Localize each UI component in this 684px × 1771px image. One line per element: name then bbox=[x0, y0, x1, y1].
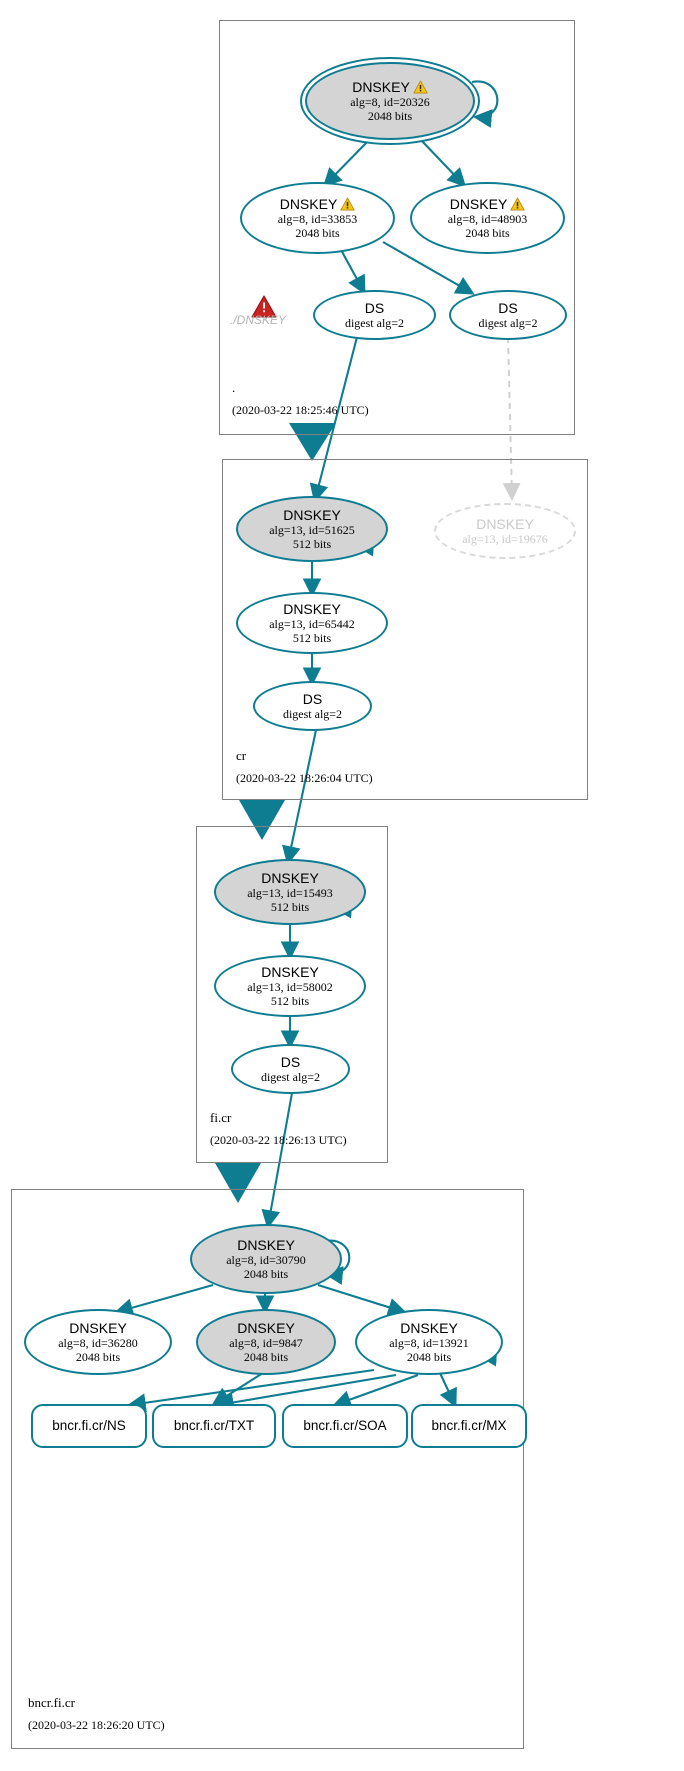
ds-node-root-1[interactable]: DS digest alg=2 bbox=[313, 290, 436, 340]
dnskey-node-cr-51625[interactable]: DNSKEY alg=13, id=51625 512 bits bbox=[236, 496, 388, 562]
node-alg-id: alg=13, id=15493 bbox=[247, 886, 333, 900]
dnskey-node-cr-19676-insecure[interactable]: DNSKEY alg=13, id=19676 bbox=[434, 503, 576, 559]
dnskey-node-bncr-36280[interactable]: DNSKEY alg=8, id=36280 2048 bits bbox=[24, 1309, 172, 1375]
dnskey-node-bncr-30790[interactable]: DNSKEY alg=8, id=30790 2048 bits bbox=[190, 1224, 342, 1294]
delegation-arrow-cr-ficr bbox=[239, 800, 285, 840]
node-keysize: 512 bits bbox=[292, 537, 332, 551]
node-digest-alg: digest alg=2 bbox=[344, 316, 405, 330]
dnskey-node-root-20326[interactable]: DNSKEY alg=8, id=20326 2048 bits bbox=[305, 62, 475, 140]
node-alg-id: alg=13, id=65442 bbox=[269, 617, 355, 631]
zone-box-cr bbox=[222, 459, 588, 800]
node-title: DNSKEY bbox=[476, 516, 534, 532]
node-digest-alg: digest alg=2 bbox=[282, 707, 343, 721]
rrset-node-mx[interactable]: bncr.fi.cr/MX bbox=[411, 1404, 527, 1448]
node-alg-id: alg=8, id=48903 bbox=[447, 212, 528, 226]
node-alg-id: alg=8, id=9847 bbox=[229, 1336, 303, 1350]
warning-triangle-icon bbox=[413, 80, 428, 94]
dnskey-node-bncr-13921[interactable]: DNSKEY alg=8, id=13921 2048 bits bbox=[355, 1309, 503, 1375]
node-alg-id: alg=8, id=20326 bbox=[350, 95, 430, 109]
ds-node-ficr[interactable]: DS digest alg=2 bbox=[231, 1044, 350, 1094]
zone-timestamp-root: (2020-03-22 18:25:46 UTC) bbox=[232, 403, 369, 417]
node-alg-id: alg=13, id=58002 bbox=[247, 980, 333, 994]
dnskey-label: DNSKEY bbox=[279, 196, 338, 212]
zone-delegation-arrows bbox=[215, 423, 336, 1203]
dnskey-node-root-48903[interactable]: DNSKEY alg=8, id=48903 2048 bits bbox=[410, 182, 565, 254]
node-keysize: 512 bits bbox=[270, 900, 310, 914]
rrset-label: bncr.fi.cr/MX bbox=[431, 1418, 507, 1433]
dnskey-label: DNSKEY bbox=[449, 196, 508, 212]
bncr-zone-edges bbox=[113, 1239, 503, 1413]
dnskey-node-bncr-9847[interactable]: DNSKEY alg=8, id=9847 2048 bits bbox=[196, 1309, 336, 1375]
node-keysize: 2048 bits bbox=[295, 226, 340, 240]
dnskey-node-cr-65442[interactable]: DNSKEY alg=13, id=65442 512 bits bbox=[236, 592, 388, 654]
node-keysize: 512 bits bbox=[270, 994, 310, 1008]
node-title: DNSKEY bbox=[261, 870, 319, 886]
node-title: DNSKEY bbox=[352, 79, 428, 95]
node-digest-alg: digest alg=2 bbox=[478, 316, 538, 330]
node-keysize: 2048 bits bbox=[243, 1350, 289, 1364]
node-title: DNSKEY bbox=[283, 507, 341, 523]
zone-timestamp-ficr: (2020-03-22 18:26:13 UTC) bbox=[210, 1133, 347, 1147]
delegation-arrow-root-cr bbox=[289, 423, 336, 461]
node-digest-alg: digest alg=2 bbox=[260, 1070, 321, 1084]
node-keysize: 2048 bits bbox=[465, 226, 510, 240]
rrset-node-soa[interactable]: bncr.fi.cr/SOA bbox=[282, 1404, 408, 1448]
delegation-arrow-ficr-bncr bbox=[215, 1163, 261, 1203]
ds-node-root-2[interactable]: DS digest alg=2 bbox=[449, 290, 567, 340]
zone-name-cr: cr bbox=[236, 748, 247, 763]
zone-box-ficr bbox=[196, 826, 388, 1163]
rrset-label: bncr.fi.cr/TXT bbox=[173, 1418, 255, 1433]
node-title: DNSKEY bbox=[261, 964, 319, 980]
zone-timestamp-bncrficr: (2020-03-22 18:26:20 UTC) bbox=[28, 1718, 165, 1732]
ds-node-cr[interactable]: DS digest alg=2 bbox=[253, 681, 372, 731]
node-keysize: 512 bits bbox=[292, 631, 332, 645]
dnskey-node-ficr-58002[interactable]: DNSKEY alg=13, id=58002 512 bits bbox=[214, 955, 366, 1017]
node-title: DNSKEY bbox=[283, 601, 341, 617]
node-title: DS bbox=[498, 300, 518, 316]
zone-name-root: . bbox=[232, 380, 236, 395]
rrset-node-txt[interactable]: bncr.fi.cr/TXT bbox=[152, 1404, 276, 1448]
node-alg-id: alg=8, id=33853 bbox=[277, 212, 358, 226]
node-title: DNSKEY bbox=[280, 196, 356, 212]
node-alg-id: alg=13, id=19676 bbox=[462, 532, 548, 546]
node-title: DNSKEY bbox=[237, 1320, 295, 1336]
dnskey-node-root-33853[interactable]: DNSKEY alg=8, id=33853 2048 bits bbox=[240, 182, 395, 254]
zone-box-root bbox=[219, 20, 575, 435]
zone-name-bncrficr: bncr.fi.cr bbox=[28, 1695, 75, 1710]
warning-triangle-icon bbox=[510, 197, 525, 211]
node-title: DS bbox=[364, 300, 385, 316]
node-keysize: 2048 bits bbox=[75, 1350, 121, 1364]
rrset-label: bncr.fi.cr/NS bbox=[52, 1418, 126, 1433]
zone-box-bncrficr bbox=[11, 1189, 524, 1749]
node-title: DNSKEY bbox=[69, 1320, 127, 1336]
warning-triangle-icon bbox=[340, 197, 355, 211]
zone-timestamp-cr: (2020-03-22 18:26:04 UTC) bbox=[236, 771, 373, 785]
node-keysize: 2048 bits bbox=[367, 109, 413, 123]
node-title: DNSKEY bbox=[400, 1320, 458, 1336]
rrset-label: bncr.fi.cr/SOA bbox=[303, 1418, 387, 1433]
root-dnskey-error-label: ./DNSKEY bbox=[230, 313, 287, 327]
node-alg-id: alg=8, id=36280 bbox=[58, 1336, 138, 1350]
node-alg-id: alg=13, id=51625 bbox=[269, 523, 355, 537]
root-zone-edges bbox=[309, 80, 499, 504]
zone-name-ficr: fi.cr bbox=[210, 1110, 232, 1125]
node-keysize: 2048 bits bbox=[406, 1350, 452, 1364]
dnskey-label: DNSKEY bbox=[352, 79, 410, 95]
node-title: DNSKEY bbox=[450, 196, 526, 212]
node-alg-id: alg=8, id=13921 bbox=[389, 1336, 469, 1350]
node-title: DNSKEY bbox=[237, 1237, 295, 1253]
dnskey-node-ficr-15493[interactable]: DNSKEY alg=13, id=15493 512 bits bbox=[214, 859, 366, 925]
node-alg-id: alg=8, id=30790 bbox=[226, 1253, 306, 1267]
rrset-node-ns[interactable]: bncr.fi.cr/NS bbox=[31, 1404, 147, 1448]
node-keysize: 2048 bits bbox=[243, 1267, 289, 1281]
insecure-delegation-edge bbox=[502, 336, 521, 501]
node-title: DS bbox=[280, 1054, 301, 1070]
node-title: DS bbox=[302, 691, 323, 707]
